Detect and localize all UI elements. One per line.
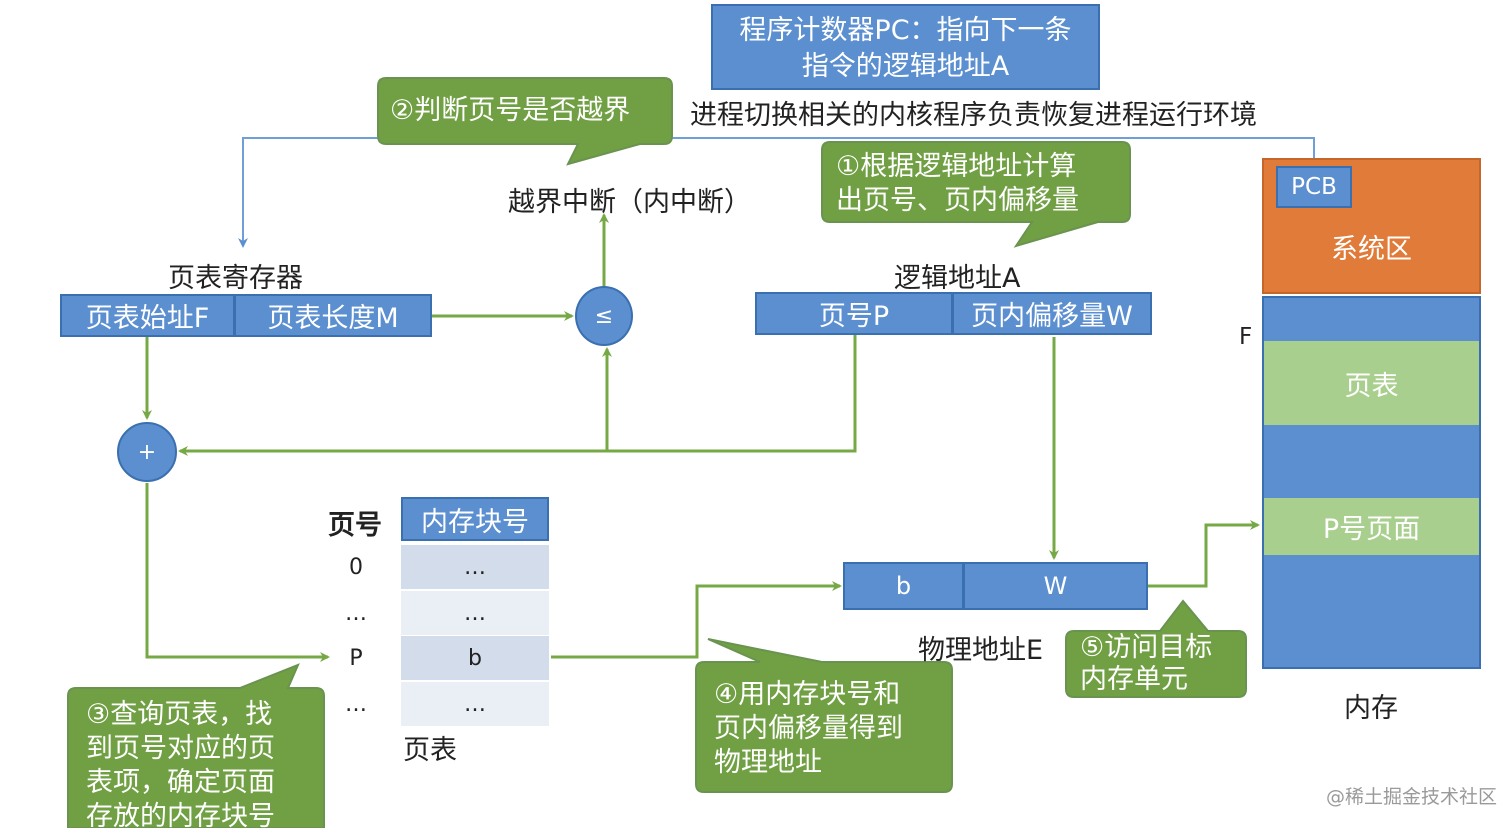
- watermark: @稀土掘金技术社区: [1326, 786, 1498, 808]
- callout-4-line3: 物理地址: [714, 747, 822, 778]
- memory-page-table: 页表: [1264, 341, 1479, 425]
- callout-2-text: ②判断页号是否越界: [390, 95, 631, 126]
- logical-address-title: 逻辑地址A: [894, 263, 1021, 294]
- pc-box-line1: 程序计数器PC：指向下一条: [739, 15, 1072, 46]
- page-table-row-1-block: …: [401, 591, 549, 635]
- memory-pcb: PCB: [1276, 166, 1352, 208]
- callout-5-line2: 内存单元: [1080, 664, 1188, 695]
- pc-box: 程序计数器PC：指向下一条 指令的逻辑地址A: [711, 4, 1100, 90]
- callout-5-text: ⑤访问目标 内存单元: [1080, 632, 1212, 696]
- callout-3-line1: ③查询页表，找: [86, 699, 273, 730]
- callout-1-shape: [821, 141, 1131, 248]
- adder-node: +: [117, 422, 177, 482]
- page-to-adder-arrow: [178, 334, 857, 456]
- page-table-row-2-block: b: [401, 636, 549, 680]
- pc-box-line2: 指令的逻辑地址A: [801, 51, 1010, 82]
- register-length: 页表长度M: [234, 294, 432, 337]
- row-to-b-arrow: [551, 581, 842, 659]
- adder-to-row-arrow: [145, 483, 330, 662]
- callout-5-shape: [1065, 599, 1247, 698]
- physical-address-title: 物理地址E: [918, 635, 1044, 666]
- callout-4-text: ④用内存块号和 页内偏移量得到 物理地址: [714, 678, 903, 780]
- interrupt-label: 越界中断（内中断）: [508, 187, 751, 218]
- memory-p-page: P号页面: [1264, 498, 1479, 555]
- memory-f-label: F: [1239, 324, 1253, 350]
- callout-4-shape: [695, 638, 953, 793]
- callout-4-line1: ④用内存块号和: [714, 679, 901, 710]
- page-table-col-page: 页号: [328, 510, 382, 541]
- page-table-row-3-block: …: [401, 682, 549, 726]
- physical-to-page-arrow: [1148, 520, 1260, 588]
- callout-3-shape: [67, 663, 325, 828]
- register-title: 页表寄存器: [168, 263, 303, 294]
- physical-b: b: [843, 562, 964, 610]
- restore-text: 进程切换相关的内核程序负责恢复进程运行环境: [690, 100, 1257, 131]
- callout-4-line2: 页内偏移量得到: [714, 713, 903, 744]
- restore-line: [238, 137, 1315, 248]
- callout-2-shape: [377, 77, 673, 166]
- page-table-row-0-page: 0: [349, 554, 363, 580]
- callout-3-text: ③查询页表，找 到页号对应的页 表项，确定页面 存放的内存块号: [86, 698, 275, 834]
- callout-3-line3: 表项，确定页面: [86, 767, 275, 798]
- callout-1-line1: ①根据逻辑地址计算: [836, 151, 1077, 182]
- page-table-caption: 页表: [403, 735, 457, 766]
- callout-3-line4: 存放的内存块号: [86, 801, 275, 832]
- page-table-row-3-page: …: [345, 691, 367, 717]
- page-table-row-2-page: P: [349, 645, 363, 671]
- logical-page: 页号P: [755, 292, 953, 335]
- register-start: 页表始址F: [60, 294, 235, 337]
- page-table-row-1-page: …: [345, 600, 367, 626]
- memory-caption: 内存: [1344, 693, 1398, 724]
- logical-offset: 页内偏移量W: [952, 292, 1152, 335]
- callout-3-line2: 到页号对应的页: [86, 733, 275, 764]
- page-table-row-0-block: …: [401, 545, 549, 589]
- page-table-col-block: 内存块号: [401, 497, 549, 541]
- callout-5-line1: ⑤访问目标: [1080, 632, 1213, 663]
- compare-node: ≤: [575, 286, 633, 346]
- callout-1-line2: 出页号、页内偏移量: [836, 185, 1079, 216]
- memory-system-label: 系统区: [1331, 233, 1412, 265]
- physical-w: W: [963, 562, 1148, 610]
- callout-1-text: ①根据逻辑地址计算 出页号、页内偏移量: [836, 150, 1079, 218]
